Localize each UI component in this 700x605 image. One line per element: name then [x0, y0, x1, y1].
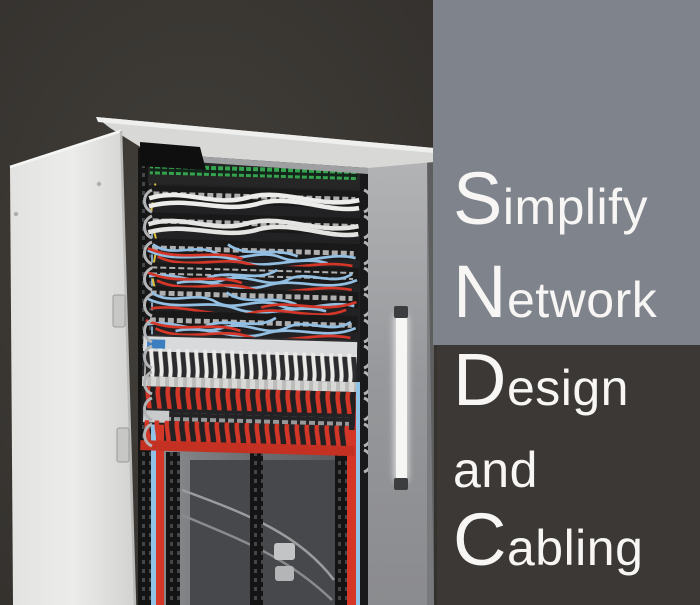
switch-red-cables-1: [141, 386, 356, 417]
connector-block: [275, 566, 294, 581]
door-hinge: [116, 427, 130, 463]
line-text: abling: [506, 520, 644, 576]
lead-capital: S: [453, 157, 503, 240]
patch-panel-blue-red-3: [144, 286, 359, 320]
cabinet-door-open: [9, 129, 137, 605]
patch-panel-white-cables-1: [147, 185, 362, 212]
red-cable-run: [156, 400, 164, 605]
red-cable-run: [347, 395, 356, 605]
line-text: implify: [502, 179, 649, 235]
top-vent: [140, 142, 206, 170]
headline-panel: [433, 0, 700, 345]
rack-rail-left: [166, 452, 180, 605]
patch-panel-blue-red-2: [144, 262, 360, 296]
headline-line-and: and: [453, 429, 538, 496]
frame-rail-right: [360, 156, 370, 605]
cable-duct-white: [141, 376, 357, 393]
led-bar-cap-bottom: [394, 478, 408, 490]
led-light-bar: [394, 306, 408, 490]
door-hinge: [112, 294, 126, 328]
lead-capital: C: [453, 498, 507, 581]
rack-photo: [9, 117, 434, 605]
line-text: esign: [506, 360, 629, 416]
patch-panel-white-cables-2: [146, 212, 361, 238]
cabinet-top: [96, 117, 434, 174]
lead-capital: D: [453, 338, 507, 421]
switch-white-cables: [142, 334, 358, 383]
headline-line-design: Design: [453, 343, 629, 417]
red-cable-bundle: [140, 440, 355, 457]
loose-cable: [181, 488, 335, 581]
empty-rack-bay: [150, 448, 362, 605]
led-bar-cap-top: [394, 306, 408, 318]
lead-capital: N: [453, 250, 507, 333]
rack-rail-middle: [250, 452, 263, 605]
equipment-stack: [140, 162, 362, 457]
headline-line-network: Network: [453, 255, 658, 329]
connector-block: [274, 543, 295, 560]
line-text: etwork: [506, 272, 658, 328]
rack-rail-right: [335, 452, 349, 605]
patch-panel-blue-red-1: [145, 238, 361, 272]
door-rivet: [13, 211, 19, 217]
headline-line-simplify: Simplify: [453, 162, 649, 236]
patch-panel-blue-red-4: [143, 310, 359, 344]
door-rivet: [96, 181, 102, 187]
side-panel-right: [368, 148, 434, 605]
line-text: and: [453, 442, 538, 498]
headline-line-cabling: Cabling: [453, 503, 644, 577]
